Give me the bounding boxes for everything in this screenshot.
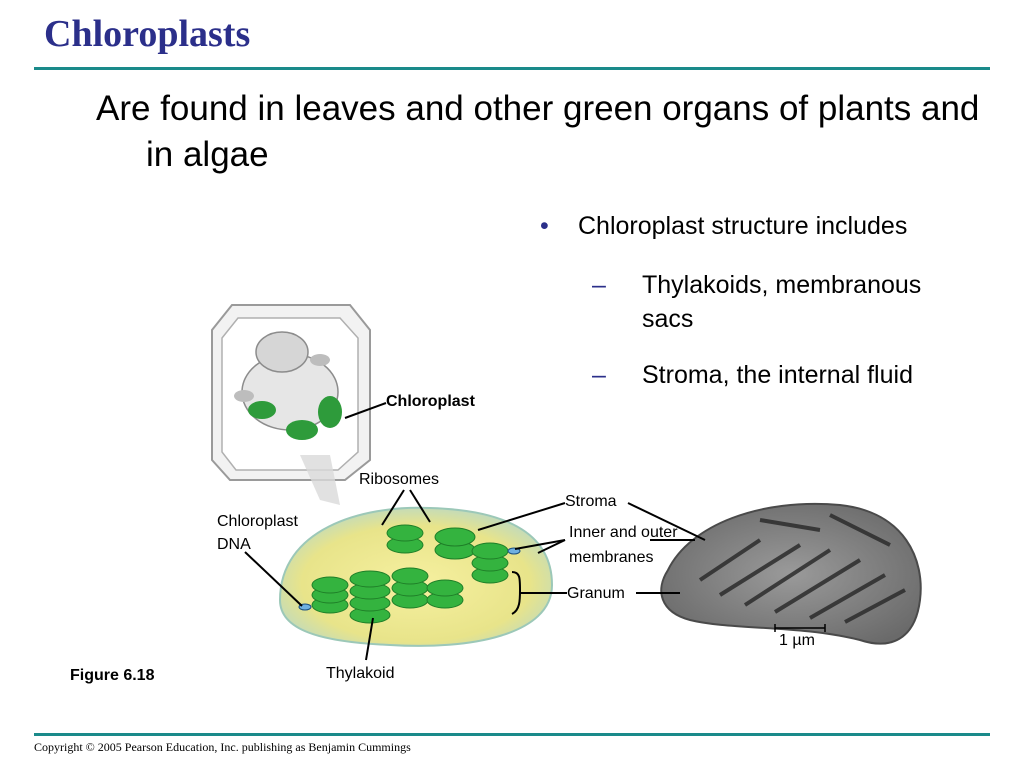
figure-caption: Figure 6.18 bbox=[70, 667, 155, 684]
chloroplast-pointer-line bbox=[344, 402, 387, 419]
stroma-label: Stroma bbox=[565, 493, 617, 510]
label-pointers bbox=[244, 489, 706, 661]
footer-divider bbox=[34, 733, 990, 736]
title-divider bbox=[34, 67, 990, 70]
ribosomes-label: Ribosomes bbox=[359, 471, 440, 488]
membranes-label-line2: membranes bbox=[569, 549, 654, 566]
scale-label: 1 µm bbox=[779, 632, 815, 649]
chloroplast-dna-label-line2: DNA bbox=[217, 536, 251, 553]
copyright-text: Copyright © 2005 Pearson Education, Inc.… bbox=[34, 740, 411, 754]
chloroplast-3d-illustration bbox=[278, 506, 554, 647]
chloroplast-dna-label-line1: Chloroplast bbox=[217, 513, 298, 530]
subtitle: Are found in leaves and other green orga… bbox=[96, 89, 980, 174]
bullet-dot-icon: • bbox=[540, 212, 549, 240]
granum-label: Granum bbox=[567, 585, 625, 602]
dash-icon: – bbox=[592, 271, 606, 299]
slide-title: Chloroplasts bbox=[44, 13, 251, 55]
micrograph-image bbox=[660, 502, 922, 645]
chloroplast-label: Chloroplast bbox=[386, 393, 475, 410]
plant-cell-illustration bbox=[211, 304, 371, 505]
membranes-label-line1: Inner and outer bbox=[569, 524, 678, 541]
dash-icon: – bbox=[592, 361, 606, 389]
thylakoid-label: Thylakoid bbox=[326, 665, 395, 682]
bullet-sub-thylakoids-text: Thylakoids, membranous sacs bbox=[642, 271, 922, 333]
bullet-sub-stroma-text: Stroma, the internal fluid bbox=[642, 361, 913, 389]
bullet-main-text: Chloroplast structure includes bbox=[578, 212, 908, 240]
